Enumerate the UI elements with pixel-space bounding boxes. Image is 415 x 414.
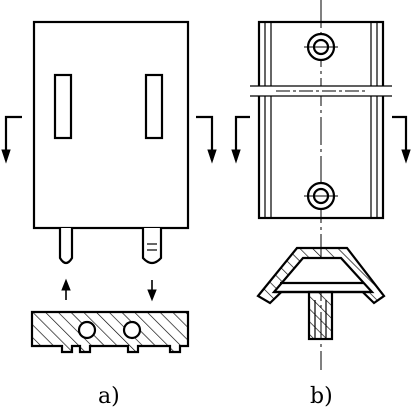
section-mark-left-b <box>234 115 250 160</box>
bolt-top <box>304 32 338 62</box>
caption-a: a) <box>98 384 120 409</box>
pin-left <box>58 228 74 265</box>
section-mark-left <box>4 115 22 160</box>
bolt-bottom <box>304 181 338 211</box>
stem <box>307 290 334 341</box>
section-mark-right-b <box>392 115 408 160</box>
section-view-a <box>30 310 190 354</box>
slot-right <box>144 73 164 140</box>
caption-b: b) <box>310 384 333 409</box>
hole-right <box>122 320 142 340</box>
arrow-down-head <box>147 289 157 302</box>
section-arrow-left <box>1 149 11 164</box>
break-band <box>256 86 386 96</box>
drawing-a <box>1 20 217 354</box>
hole-left <box>77 320 97 340</box>
arrow-up-head <box>61 278 71 291</box>
plate-body <box>257 20 385 220</box>
section-arrow-right-b <box>401 149 411 164</box>
section-arrow-right <box>207 149 217 164</box>
pin-right <box>141 228 163 265</box>
drawing-b <box>231 0 411 370</box>
section-arrow-left-b <box>231 149 241 164</box>
plug-body <box>32 20 190 230</box>
section-mark-right <box>196 115 214 160</box>
slot-left <box>53 73 73 140</box>
